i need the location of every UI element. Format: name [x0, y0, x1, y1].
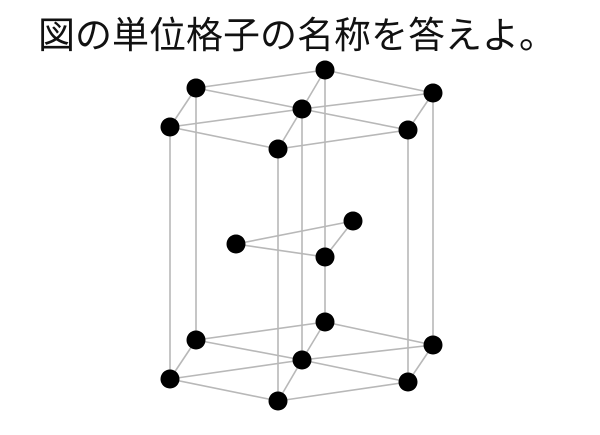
interior-atom	[226, 234, 246, 254]
bottom-face-diagonal	[301, 344, 434, 361]
mid-layer-line	[235, 220, 354, 245]
bottom-hexagon-edge	[169, 378, 279, 402]
top-face-diagonal	[169, 108, 303, 128]
bottom-face-center-atom	[292, 350, 312, 370]
top-hexagon-edge	[277, 129, 409, 150]
bottom-face-diagonal	[195, 339, 303, 361]
top-hexagon-edge	[195, 69, 326, 89]
top-corner-atom	[423, 83, 443, 103]
top-hexagon-edge	[169, 126, 279, 150]
top-face-diagonal	[301, 108, 409, 131]
top-face-diagonal	[301, 92, 434, 110]
top-face-diagonal	[195, 87, 303, 110]
bottom-corner-atom	[423, 335, 443, 355]
interior-atom	[315, 247, 335, 267]
top-corner-atom	[186, 78, 206, 98]
top-corner-atom	[160, 117, 180, 137]
bottom-face-diagonal	[169, 359, 303, 380]
mid-layer-line	[235, 243, 326, 258]
bottom-hexagon-edge	[277, 381, 409, 402]
bottom-corner-atom	[186, 330, 206, 350]
bottom-hexagon-edge	[324, 321, 434, 346]
bottom-corner-atom	[315, 312, 335, 332]
bottom-corner-atom	[268, 391, 288, 411]
top-face-center-atom	[292, 99, 312, 119]
bottom-corner-atom	[160, 369, 180, 389]
interior-atom	[343, 211, 363, 231]
bottom-face-diagonal	[301, 359, 409, 383]
bottom-corner-atom	[398, 372, 418, 392]
question-text: 図の単位格子の名称を答えよ。	[38, 14, 556, 57]
top-corner-atom	[315, 60, 335, 80]
top-corner-atom	[268, 139, 288, 159]
bottom-hexagon-edge	[195, 321, 326, 341]
top-corner-atom	[398, 120, 418, 140]
atoms	[160, 60, 443, 411]
top-hexagon-edge	[324, 69, 434, 94]
